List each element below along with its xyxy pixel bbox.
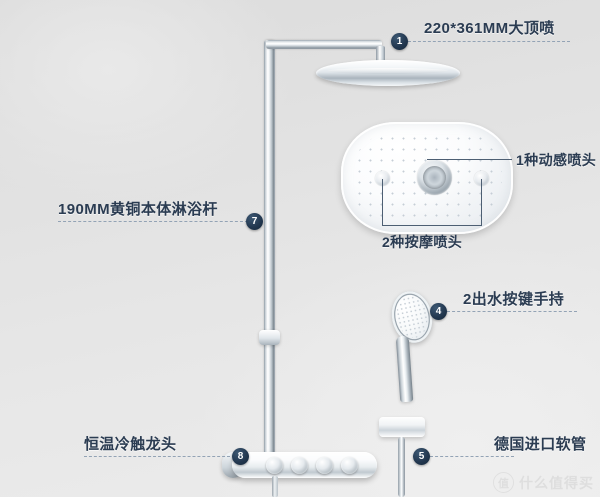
rain-shower-head [316,60,460,86]
handheld-shower-face [387,287,437,347]
leader-line-5 [430,456,514,457]
handheld-nozzle-mesh [392,293,432,341]
callout-badge-8[interactable]: 8 [232,448,249,465]
callout-label-7: 190MM黄铜本体淋浴杆 [58,201,218,218]
watermark-logo-icon: 值 [493,472,514,493]
callout-badge-4[interactable]: 4 [430,303,447,320]
shower-hose [398,437,405,497]
leader-line-4 [447,311,577,312]
left-massage-jet [375,171,390,186]
callout-label-8: 恒温冷触龙头 [84,436,177,453]
leader-line-7 [58,221,248,222]
valve-knob-2[interactable] [291,457,308,474]
handheld-shower-handle [395,335,414,403]
center-massage-jet [417,160,452,195]
callout-badge-1[interactable]: 1 [391,33,408,50]
tick-left-jet [382,179,383,225]
callout-label-1: 220*361MM大顶喷 [424,20,555,37]
riser-slider-bracket [259,330,280,345]
valve-knob-4[interactable] [341,457,358,474]
tick-connector [382,225,482,226]
right-massage-jet [474,171,489,186]
shower-riser-bar [264,40,275,458]
valve-knob-3[interactable] [316,457,333,474]
tick-right-jet [481,179,482,225]
leader-line-1 [408,41,570,42]
watermark-text: 什么值得买 [519,474,594,491]
callout-badge-5[interactable]: 5 [413,448,430,465]
valve-outlet-spout [272,476,278,497]
handheld-holder-bracket [379,417,425,437]
callout-label-5: 德国进口软管 [494,436,587,453]
annotation-dynamic-jet: 1种动感喷头 [516,152,597,168]
shower-arm [266,40,382,49]
callout-badge-7[interactable]: 7 [246,213,263,230]
thermostatic-valve-body [232,452,377,478]
rain-head-neck [376,46,385,66]
spray-face-detail-diagram [341,122,513,234]
leader-line-8 [84,456,230,457]
leader-dynamic-jet [427,159,512,160]
annotation-massage-jets: 2种按摩喷头 [382,234,463,250]
valve-knob-1[interactable] [266,457,283,474]
callout-label-4: 2出水按键手持 [463,291,565,308]
watermark: 值 什么值得买 [493,472,594,493]
